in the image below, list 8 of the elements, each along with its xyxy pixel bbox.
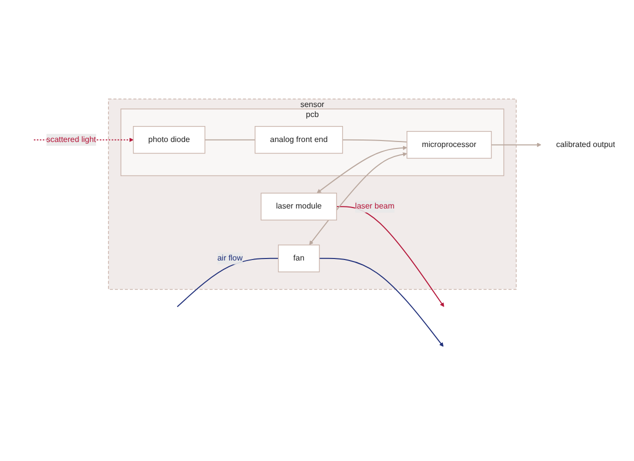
arrow: [336, 206, 444, 308]
arrow: [316, 146, 408, 194]
arrow: [309, 152, 408, 246]
connector-line: [204, 140, 256, 141]
arrow: [318, 258, 444, 348]
connector-line: [176, 258, 279, 308]
connector-line: [342, 140, 408, 143]
arrow: [490, 142, 542, 148]
